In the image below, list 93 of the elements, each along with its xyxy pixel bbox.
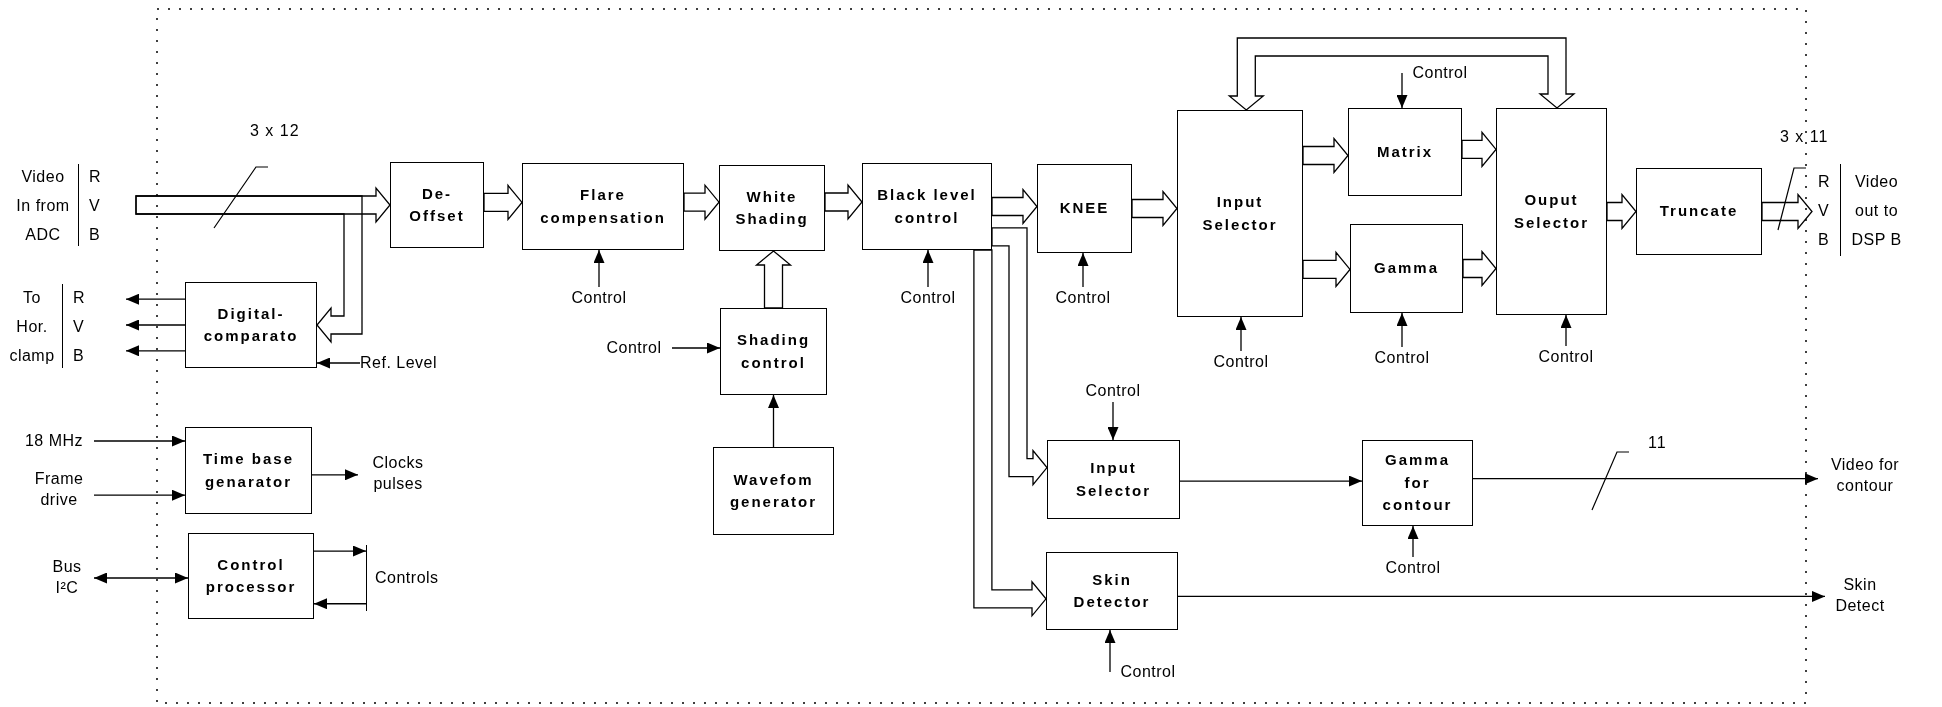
process-box: Flare compensation [522,163,684,250]
control-input-label: Control [1402,62,1478,84]
control-input-label: Control [1046,287,1120,309]
arrow [1235,316,1247,352]
control-input-label: Control [1110,661,1186,683]
channel-label: R [73,287,85,308]
bus-width-label: 3 x 11 [1780,128,1829,146]
bus-arrow [1461,130,1497,169]
bus-arrow [973,249,1047,618]
signal-label: Frame drive [24,464,94,516]
control-input-label: Control [1204,351,1278,373]
process-box: KNEE [1037,164,1132,253]
channel-label: V [1818,200,1830,221]
arrow [922,249,934,288]
arrow [313,598,367,610]
control-input-label: Control [562,287,636,309]
arrow [1396,72,1408,109]
process-box: Gamma for contour [1362,440,1473,526]
channel-label: V [89,195,101,216]
signal-label: 18 MHz [14,430,94,452]
arrow [313,545,367,557]
control-input-label: Control [891,287,965,309]
process-box: Shading control [720,308,827,395]
arrow [1077,252,1089,288]
bus-arrow [1761,192,1813,231]
signal-label: Clocks pulses [358,448,438,500]
control-input-label: Control [596,337,672,359]
process-box: Digital- comparato [185,282,317,368]
arrow [1560,314,1572,347]
bus-arrow [991,187,1038,226]
bus-arrow [1462,249,1497,288]
signal-label: Bus I²C [40,553,94,603]
bus-arrow [1302,136,1349,175]
channel-label: R [89,166,101,187]
control-input-label: Control [1376,557,1450,579]
bus-arrow [754,250,793,309]
double-arrow [93,572,189,584]
bus-width-label: 3 x 12 [250,122,300,140]
double-bus-arrow [1227,37,1576,111]
bus-arrow [683,183,720,221]
arrow [125,345,186,357]
signal-label: Video out to DSP B [1850,171,1903,250]
arrow [125,319,186,331]
channel-label: V [73,316,85,337]
arrow [593,249,605,288]
arrow [1179,475,1363,487]
bus-arrow [135,195,363,344]
process-box: Input Selector [1047,440,1180,519]
process-box: Input Selector [1177,110,1303,317]
arrow [93,435,186,447]
bracketed-signal-label: Controls [366,545,466,611]
process-box: Ouput Selector [1496,108,1607,315]
control-input-label: Control [1529,346,1603,368]
bus-arrow [824,183,863,221]
process-box: Matrix [1348,108,1462,196]
process-box: Control processor [188,533,314,619]
bus-arrow [1302,250,1351,289]
signal-label: Video for contour [1818,452,1912,500]
arrow [1472,473,1819,485]
signal-label: Ref. Level [360,352,452,374]
arrow [1177,590,1826,602]
bus-arrow [483,183,523,222]
bus-arrow [1131,189,1178,228]
process-box: White Shading [719,165,825,251]
arrow [768,394,779,448]
channel-label: B [89,224,101,245]
control-input-label: Control [1365,347,1439,369]
bus-width-label: 11 [1648,434,1667,452]
process-box: Black level control [862,163,992,250]
bus-arrow [991,227,1048,487]
control-input-label: Control [1076,380,1150,402]
process-box: De- Offset [390,162,484,248]
channel-label: B [1818,229,1830,250]
arrow [1107,401,1119,441]
channel-label: R [1818,171,1830,192]
arrow [1407,525,1419,558]
process-box: Gamma [1350,224,1463,313]
process-box: Skin Detector [1046,552,1178,630]
process-box: Truncate [1636,168,1762,255]
arrow [316,357,361,369]
signal-label: Video In from ADC [15,166,71,245]
arrow [311,469,359,481]
arrow [93,489,186,501]
arrow [125,293,186,305]
signal-label: Skin Detect [1825,572,1895,620]
signal-label: To Hor. clamp [8,287,56,366]
arrow [1104,629,1116,673]
process-box: Time base genarator [185,427,312,514]
arrow [1396,312,1408,348]
channel-label: B [73,345,85,366]
bus-arrow [1606,192,1637,231]
arrow [671,342,721,354]
process-box: Wavefom generator [713,447,834,535]
